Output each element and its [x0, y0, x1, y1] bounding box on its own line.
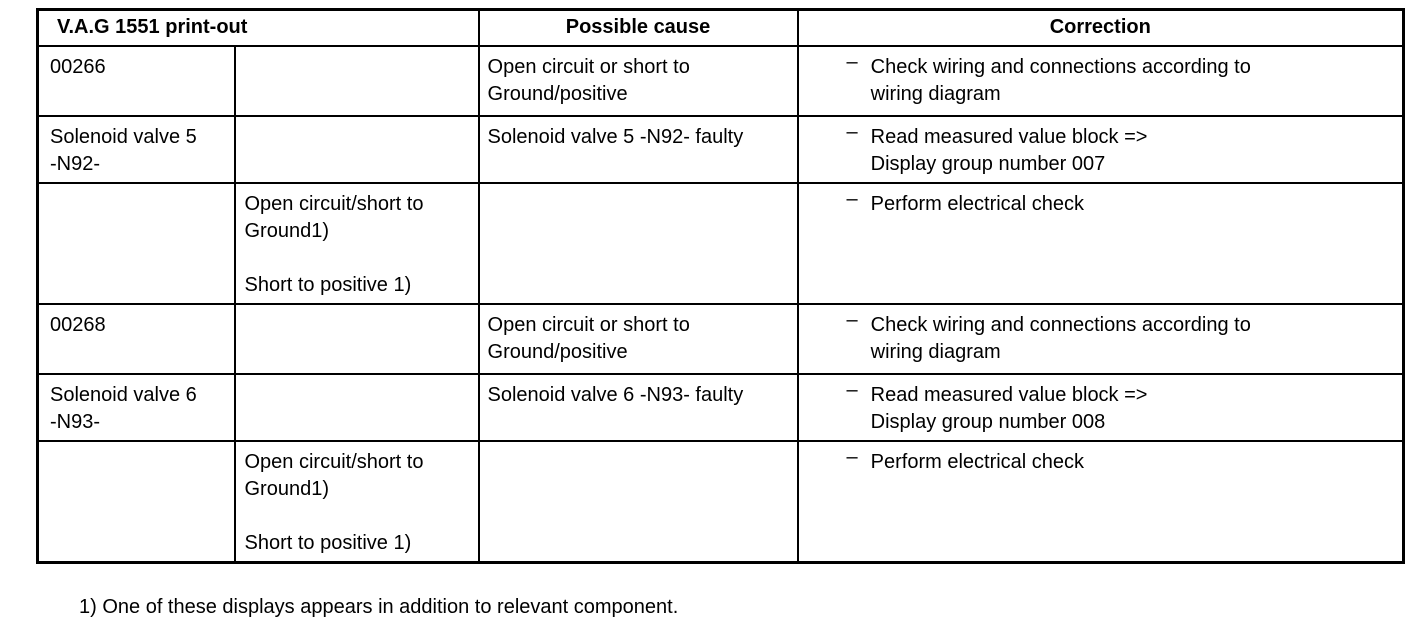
cause-text: Open circuit or short to Ground/positive [487, 55, 690, 105]
cell-possible-cause: Open circuit or short to Ground/positive [477, 302, 799, 375]
dash-marker: – [846, 187, 858, 210]
cell-correction: – Check wiring and connections according… [796, 44, 1405, 117]
correction-text: Check wiring and connections according t… [870, 55, 1251, 105]
cell-sub-display [233, 372, 480, 442]
cell-code: 00266 [36, 44, 236, 117]
header-correction: Correction [796, 8, 1405, 47]
header-possible-cause: Possible cause [477, 8, 799, 47]
cell-code: 00268 [36, 302, 236, 375]
cell-correction: – Check wiring and connections according… [796, 302, 1405, 375]
cause-text: Solenoid valve 5 -N92- faulty [487, 125, 744, 148]
table-row: 00266 Open circuit or short to Ground/po… [36, 44, 1405, 117]
table-row: Solenoid valve 6 -N93- Solenoid valve 6 … [36, 372, 1405, 442]
cell-possible-cause: Open circuit or short to Ground/positive [477, 44, 799, 117]
cell-code [36, 439, 236, 563]
correction-text: Perform electrical check [870, 192, 1085, 215]
dash-marker: – [846, 50, 858, 73]
code-text: Solenoid valve 6 -N93- [50, 383, 197, 433]
diagnostic-table: V.A.G 1551 print-out Possible cause Corr… [36, 8, 1406, 564]
cell-correction: – Perform electrical check [796, 439, 1405, 563]
table-row: 00268 Open circuit or short to Ground/po… [36, 302, 1405, 375]
correction-text: Check wiring and connections according t… [870, 313, 1251, 363]
code-text: 00266 [50, 55, 106, 78]
code-text: Solenoid valve 5 -N92- [50, 125, 197, 175]
dash-marker: – [846, 120, 858, 143]
table-row: Solenoid valve 5 -N92- Solenoid valve 5 … [36, 114, 1405, 184]
cell-sub-display [233, 44, 480, 117]
cell-sub-display [233, 302, 480, 375]
cell-correction: – Read measured value block => Display g… [796, 372, 1405, 442]
cell-code: Solenoid valve 6 -N93- [36, 372, 236, 442]
cell-sub-display: Open circuit/short to Ground1) Short to … [233, 181, 480, 305]
correction-text: Perform electrical check [870, 450, 1085, 473]
code-text: 00268 [50, 313, 106, 336]
header-printout: V.A.G 1551 print-out [36, 8, 480, 47]
footnote: 1) One of these displays appears in addi… [79, 596, 679, 618]
sub-display-text: Open circuit/short to Ground1) Short to … [244, 192, 424, 296]
table-row: Open circuit/short to Ground1) Short to … [36, 439, 1405, 563]
cell-possible-cause: Solenoid valve 6 -N93- faulty [477, 372, 799, 442]
dash-marker: – [846, 378, 858, 401]
correction-text: Read measured value block => Display gro… [870, 125, 1148, 175]
cell-possible-cause [477, 181, 799, 305]
cell-correction: – Perform electrical check [796, 181, 1405, 305]
cause-text: Open circuit or short to Ground/positive [487, 313, 690, 363]
correction-text: Read measured value block => Display gro… [870, 383, 1148, 433]
table-row: Open circuit/short to Ground1) Short to … [36, 181, 1405, 305]
cell-code [36, 181, 236, 305]
cell-code: Solenoid valve 5 -N92- [36, 114, 236, 184]
cell-correction: – Read measured value block => Display g… [796, 114, 1405, 184]
cell-sub-display: Open circuit/short to Ground1) Short to … [233, 439, 480, 563]
table-header-row: V.A.G 1551 print-out Possible cause Corr… [36, 8, 1405, 47]
cell-sub-display [233, 114, 480, 184]
dash-marker: – [846, 445, 858, 468]
cause-text: Solenoid valve 6 -N93- faulty [487, 383, 744, 406]
cell-possible-cause: Solenoid valve 5 -N92- faulty [477, 114, 799, 184]
cell-possible-cause [477, 439, 799, 563]
sub-display-text: Open circuit/short to Ground1) Short to … [244, 450, 424, 554]
dash-marker: – [846, 308, 858, 331]
